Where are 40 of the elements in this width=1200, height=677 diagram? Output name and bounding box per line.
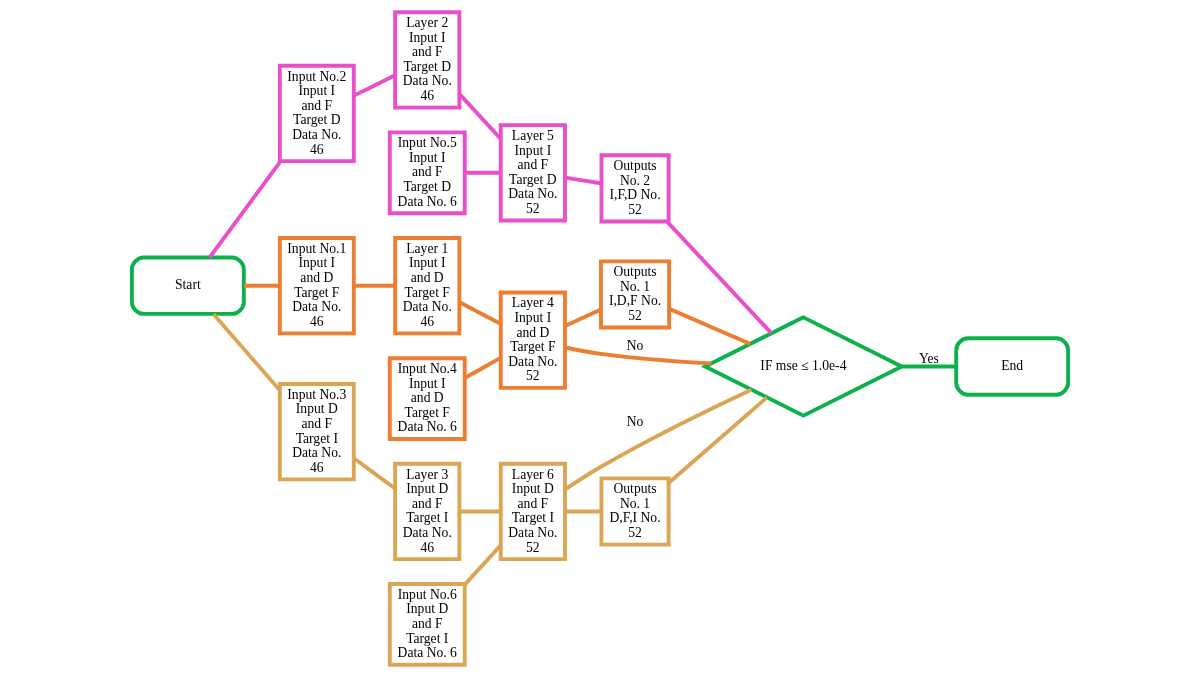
node-box: Input No.4 Input I and D Target F Data No. 6: [387, 356, 467, 441]
connector: [564, 387, 753, 492]
connector: [459, 509, 501, 514]
node-box: Input No.5 Input I and F Target D Data No. 6: [387, 130, 467, 216]
connector: [464, 170, 501, 175]
node-box: End: [954, 336, 1071, 397]
connector: [463, 544, 502, 586]
connector: [564, 345, 712, 366]
node-box: Layer 4 Input I and D Target F Data No. 52: [498, 290, 567, 390]
node-box: Input No.1 Input I and D Target F Data No. 46: [277, 236, 356, 336]
connector: [458, 300, 502, 326]
edge-label: No: [626, 338, 644, 354]
connector: [353, 73, 396, 98]
connector: [244, 283, 280, 288]
connector: [463, 356, 502, 380]
connector: [665, 220, 773, 335]
connector: [208, 160, 283, 259]
node-box: Layer 2 Input I and F Target D Data No. 46: [393, 10, 462, 110]
connector: [565, 509, 602, 514]
connector: [564, 307, 602, 328]
connector: [901, 364, 956, 369]
node-box: Layer 1 Input I and D Target F Data No. 46: [393, 236, 462, 336]
connector: [352, 456, 397, 491]
node-box: Outputs No. 1 D,F,I No. 52: [599, 476, 671, 547]
node-box: Input No.2 Input I and F Target D Data No. 46: [277, 63, 356, 164]
node-box: Input No.6 Input D and F Target I Data No. 6: [387, 582, 467, 667]
node-box: Layer 6 Input D and F Target I Data No. 52: [498, 461, 567, 562]
connector: [458, 92, 503, 141]
node-box: Layer 3 Input D and F Target I Data No. 46: [393, 461, 462, 562]
connector: [668, 307, 751, 346]
node-box: Layer 5 Input I and F Target D Data No. 52: [498, 123, 567, 223]
node-box: Outputs No. 1 I,D,F No. 52: [599, 259, 672, 330]
connector: [353, 283, 396, 288]
connector: [667, 396, 768, 485]
edge-label: Yes: [919, 350, 939, 366]
node-box: Start: [129, 255, 246, 316]
node-box: Input No.3 Input D and F Target I Data No. 46: [277, 382, 356, 482]
node-box: Outputs No. 2 I,F,D No. 52: [599, 153, 671, 224]
connector: [564, 175, 602, 186]
edge-label: No: [626, 414, 644, 430]
